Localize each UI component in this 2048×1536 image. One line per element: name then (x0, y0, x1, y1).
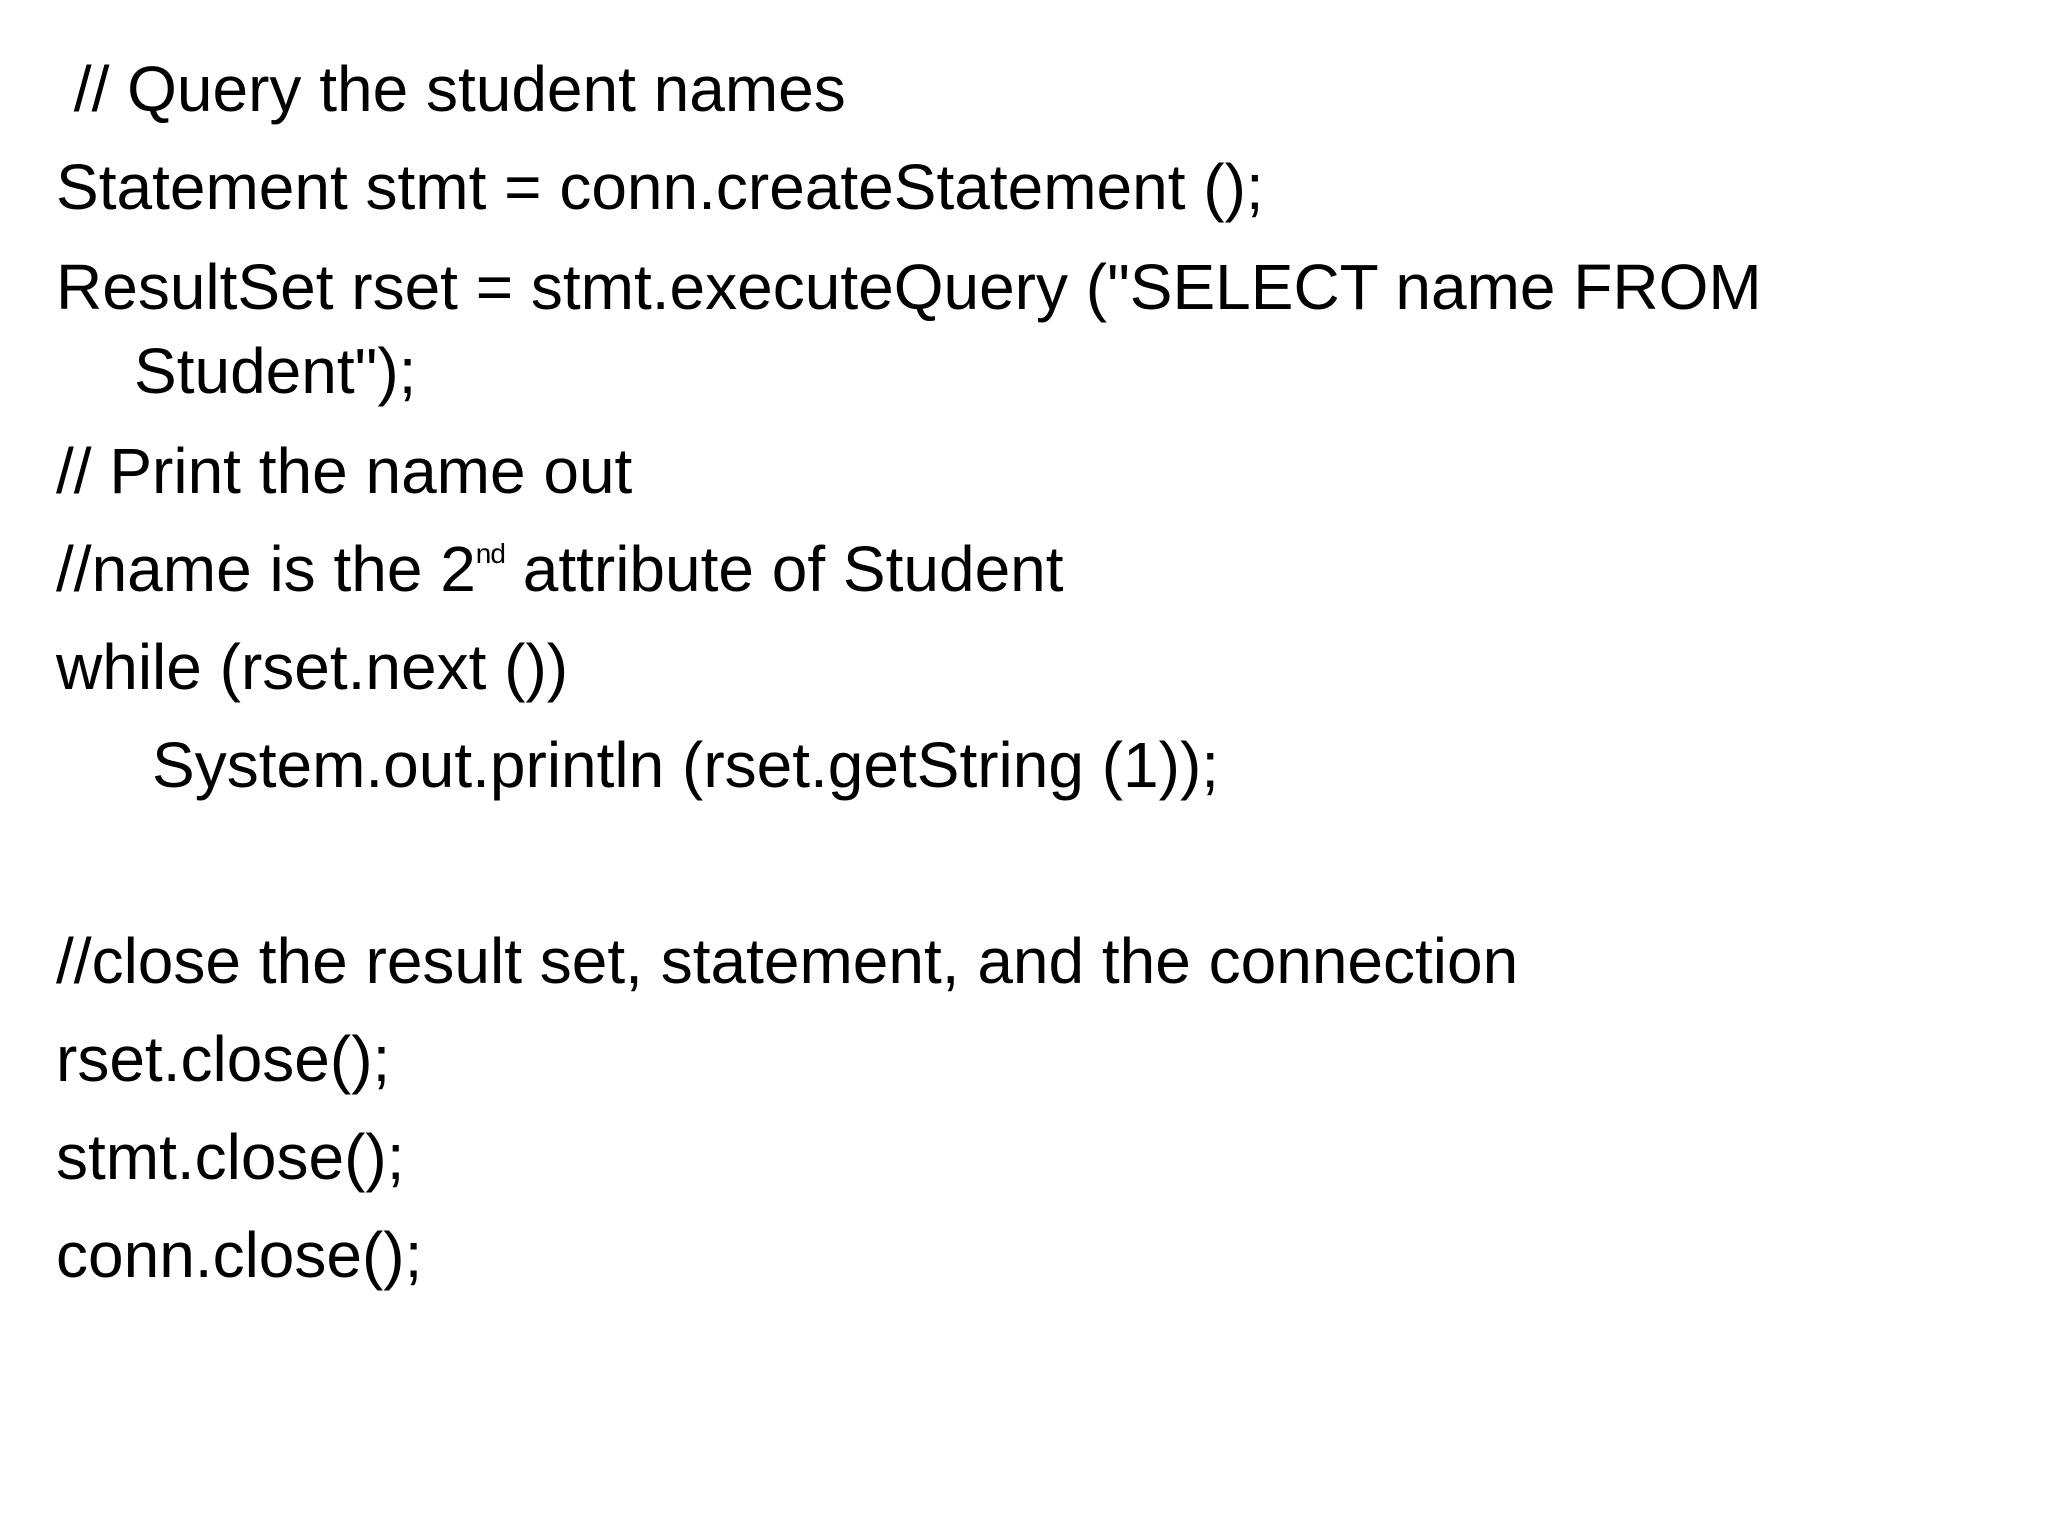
while-line: while (rset.next ()) (56, 631, 569, 703)
comment-print-line: // Print the name out (56, 435, 633, 507)
comment-name-post: attribute of Student (504, 533, 1064, 605)
comment-name-line: //name is the 2nd attribute of Student (56, 532, 1064, 608)
comment-name-pre: //name is the 2 (56, 533, 476, 605)
ordinal-suffix: nd (475, 538, 506, 569)
statement-line: Statement stmt = conn.createStatement ()… (56, 151, 1264, 223)
comment-query-line: // Query the student names (56, 53, 846, 125)
conn-close-line: conn.close(); (56, 1219, 423, 1291)
resultset-line-2: Student"); (134, 335, 417, 407)
println-line: System.out.println (rset.getString (1)); (152, 729, 1220, 801)
stmt-close-line: stmt.close(); (56, 1121, 405, 1193)
comment-close-line: //close the result set, statement, and t… (56, 925, 1519, 997)
resultset-line-1: ResultSet rset = stmt.executeQuery ("SEL… (56, 251, 1762, 323)
rset-close-line: rset.close(); (56, 1023, 391, 1095)
